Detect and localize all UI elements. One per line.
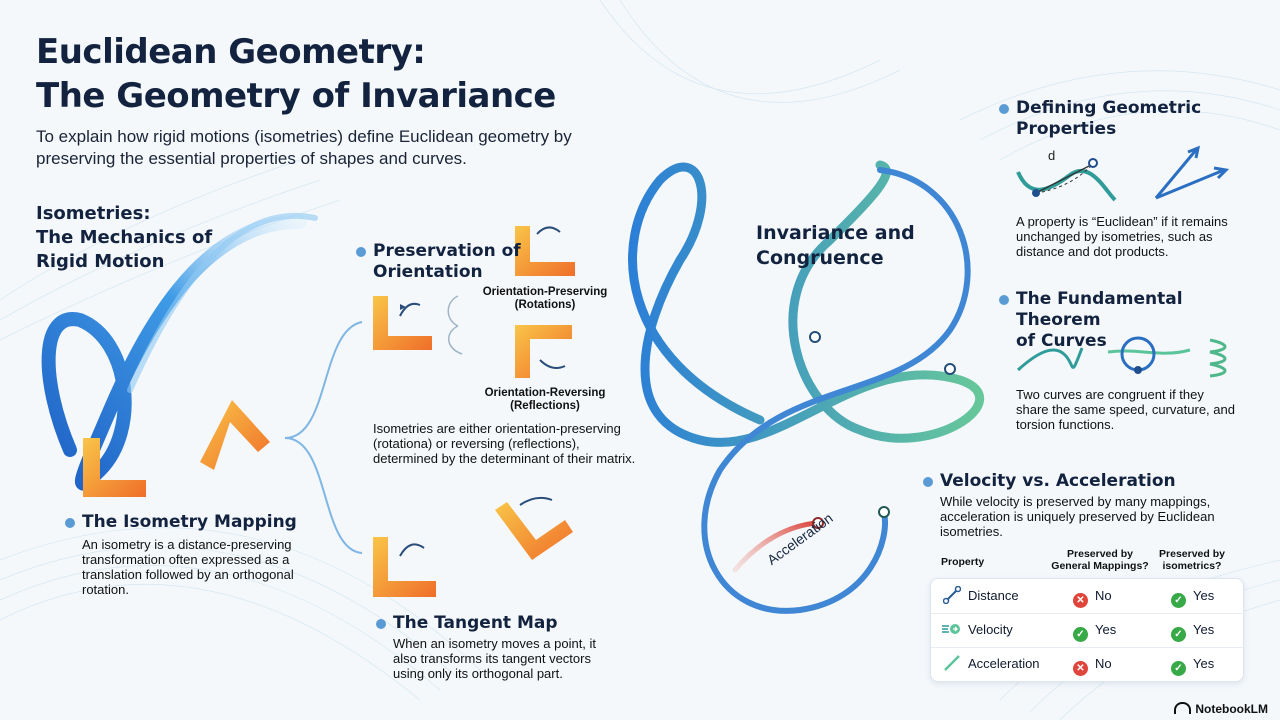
vectors-illustration: [1154, 145, 1230, 200]
distance-illustration: [1016, 158, 1117, 202]
x-icon: ✕: [1073, 661, 1088, 676]
shape-l-tangent-2: [495, 496, 573, 560]
shape-l-tangent-1: [373, 537, 436, 597]
page-subtitle: To explain how rigid motions (isometries…: [36, 127, 572, 168]
title-line-2: The Geometry of Invariance: [36, 76, 556, 116]
tangent-map-heading: The Tangent Map: [376, 613, 633, 634]
isometry-mapping-body: An isometry is a distance-preserving tra…: [82, 537, 294, 597]
invariance-heading-line-1: Invariance and: [756, 222, 915, 244]
isometries-heading-line-2: The Mechanics of: [36, 227, 213, 248]
check-icon: ✓: [1171, 627, 1186, 642]
velocity-icon: [941, 621, 963, 640]
isometries-heading-line-1: Isometries:: [36, 203, 151, 224]
table-cell-isometry-value: Yes: [1193, 588, 1215, 603]
table-cell-general-value: No: [1095, 656, 1112, 671]
orientation-reversing-label-line-1: Orientation-Reversing: [484, 387, 606, 399]
orientation-reversing-label: Orientation-Reversing (Reflections): [470, 387, 620, 413]
orientation-heading-line-1: Preservation of: [373, 241, 521, 261]
fundamental-theorem-heading-line-1: The Fundamental Theorem: [1016, 289, 1183, 330]
connector-brackets: [284, 295, 463, 554]
table-cell-general-value: Yes: [1095, 622, 1117, 637]
shape-l-rotation: [515, 226, 575, 276]
table-header-isometry-line-2: isometrics?: [1162, 560, 1222, 572]
orientation-preserving-label: Orientation-Preserving (Rotations): [470, 286, 620, 312]
shape-l-reflection: [515, 325, 572, 378]
tangent-map-body: When an isometry moves a point, it also …: [393, 636, 597, 681]
ruler-icon: [942, 585, 962, 607]
fundamental-theorem-heading-line-2: of Curves: [1016, 331, 1107, 351]
comparison-table: Distance ✕ No ✓ Yes Velocity ✓ Yes ✓ Yes Acc…: [930, 578, 1244, 682]
table-cell-general: ✕ No: [1073, 588, 1112, 608]
orientation-preserving-label-line-2: (Rotations): [514, 299, 576, 311]
shape-v-rotated: [200, 400, 270, 470]
table-cell-property: Distance: [968, 588, 1019, 603]
check-icon: ✓: [1171, 661, 1186, 676]
x-icon: ✕: [1073, 593, 1088, 608]
table-header-isometry-line-1: Preserved by: [1159, 548, 1225, 560]
fundamental-theorem-heading: The Fundamental Theorem of Curves: [999, 289, 1266, 352]
table-cell-property: Acceleration: [968, 656, 1040, 671]
orientation-body: Isometries are either orientation-preser…: [373, 421, 636, 466]
invariance-heading-line-2: Congruence: [756, 247, 884, 269]
distance-d-label: d: [1048, 148, 1056, 163]
isometry-mapping-heading: The Isometry Mapping: [65, 512, 322, 533]
table-cell-isometry-value: Yes: [1193, 656, 1215, 671]
table-cell-isometry: ✓ Yes: [1171, 588, 1214, 608]
table-header-isometry: Preserved by isometrics?: [1150, 548, 1234, 572]
notebook-icon: [1174, 702, 1192, 714]
table-row: Velocity ✓ Yes ✓ Yes: [931, 613, 1243, 648]
orientation-reversing-label-line-2: (Reflections): [510, 400, 580, 412]
defining-properties-heading: Defining Geometric Properties: [999, 98, 1256, 140]
acceleration-icon: [943, 654, 961, 675]
table-header-general: Preserved by General Mappings?: [1040, 548, 1160, 572]
table-header-property: Property: [941, 556, 985, 568]
table-cell-isometry: ✓ Yes: [1171, 622, 1214, 642]
table-cell-general: ✕ No: [1073, 656, 1112, 676]
table-header-general-line-1: Preserved by: [1067, 548, 1133, 560]
table-cell-property: Velocity: [968, 622, 1013, 637]
table-row: Distance ✕ No ✓ Yes: [931, 579, 1243, 614]
check-icon: ✓: [1171, 593, 1186, 608]
orientation-preserving-label-line-1: Orientation-Preserving: [482, 286, 608, 298]
table-cell-general: ✓ Yes: [1073, 622, 1116, 642]
brand-logo: NotebookLM: [1174, 702, 1268, 716]
page-title: Euclidean Geometry: The Geometry of Inva…: [36, 30, 676, 118]
title-line-1: Euclidean Geometry:: [36, 32, 426, 72]
defining-properties-heading-line-1: Defining Geometric: [1016, 98, 1202, 118]
shape-l-mapping: [83, 438, 146, 497]
brand-name: NotebookLM: [1195, 702, 1268, 716]
defining-properties-heading-line-2: Properties: [1016, 119, 1117, 139]
shape-l-orientation-main: [373, 296, 432, 350]
orientation-heading-line-2: Orientation: [373, 262, 483, 282]
table-cell-general-value: No: [1095, 588, 1112, 603]
orientation-heading: Preservation of Orientation: [356, 241, 523, 283]
table-cell-isometry: ✓ Yes: [1171, 656, 1214, 676]
invariance-heading: Invariance and Congruence: [756, 221, 956, 271]
defining-properties-body: A property is “Euclidean” if it remains …: [1016, 214, 1228, 259]
table-cell-isometry-value: Yes: [1193, 622, 1215, 637]
velocity-body: While velocity is preserved by many mapp…: [940, 494, 1215, 539]
knot-curve: [628, 160, 985, 614]
table-row: Acceleration ✕ No ✓ Yes: [931, 647, 1243, 681]
isometries-heading: Isometries: The Mechanics of Rigid Motio…: [36, 202, 256, 274]
table-header-general-line-2: General Mappings?: [1051, 560, 1149, 572]
velocity-heading: Velocity vs. Acceleration: [923, 471, 1240, 492]
curves-illustration: [1016, 336, 1227, 378]
check-icon: ✓: [1073, 627, 1088, 642]
fundamental-theorem-body: Two curves are congruent if they share t…: [1016, 387, 1235, 432]
isometries-heading-line-3: Rigid Motion: [36, 251, 165, 272]
